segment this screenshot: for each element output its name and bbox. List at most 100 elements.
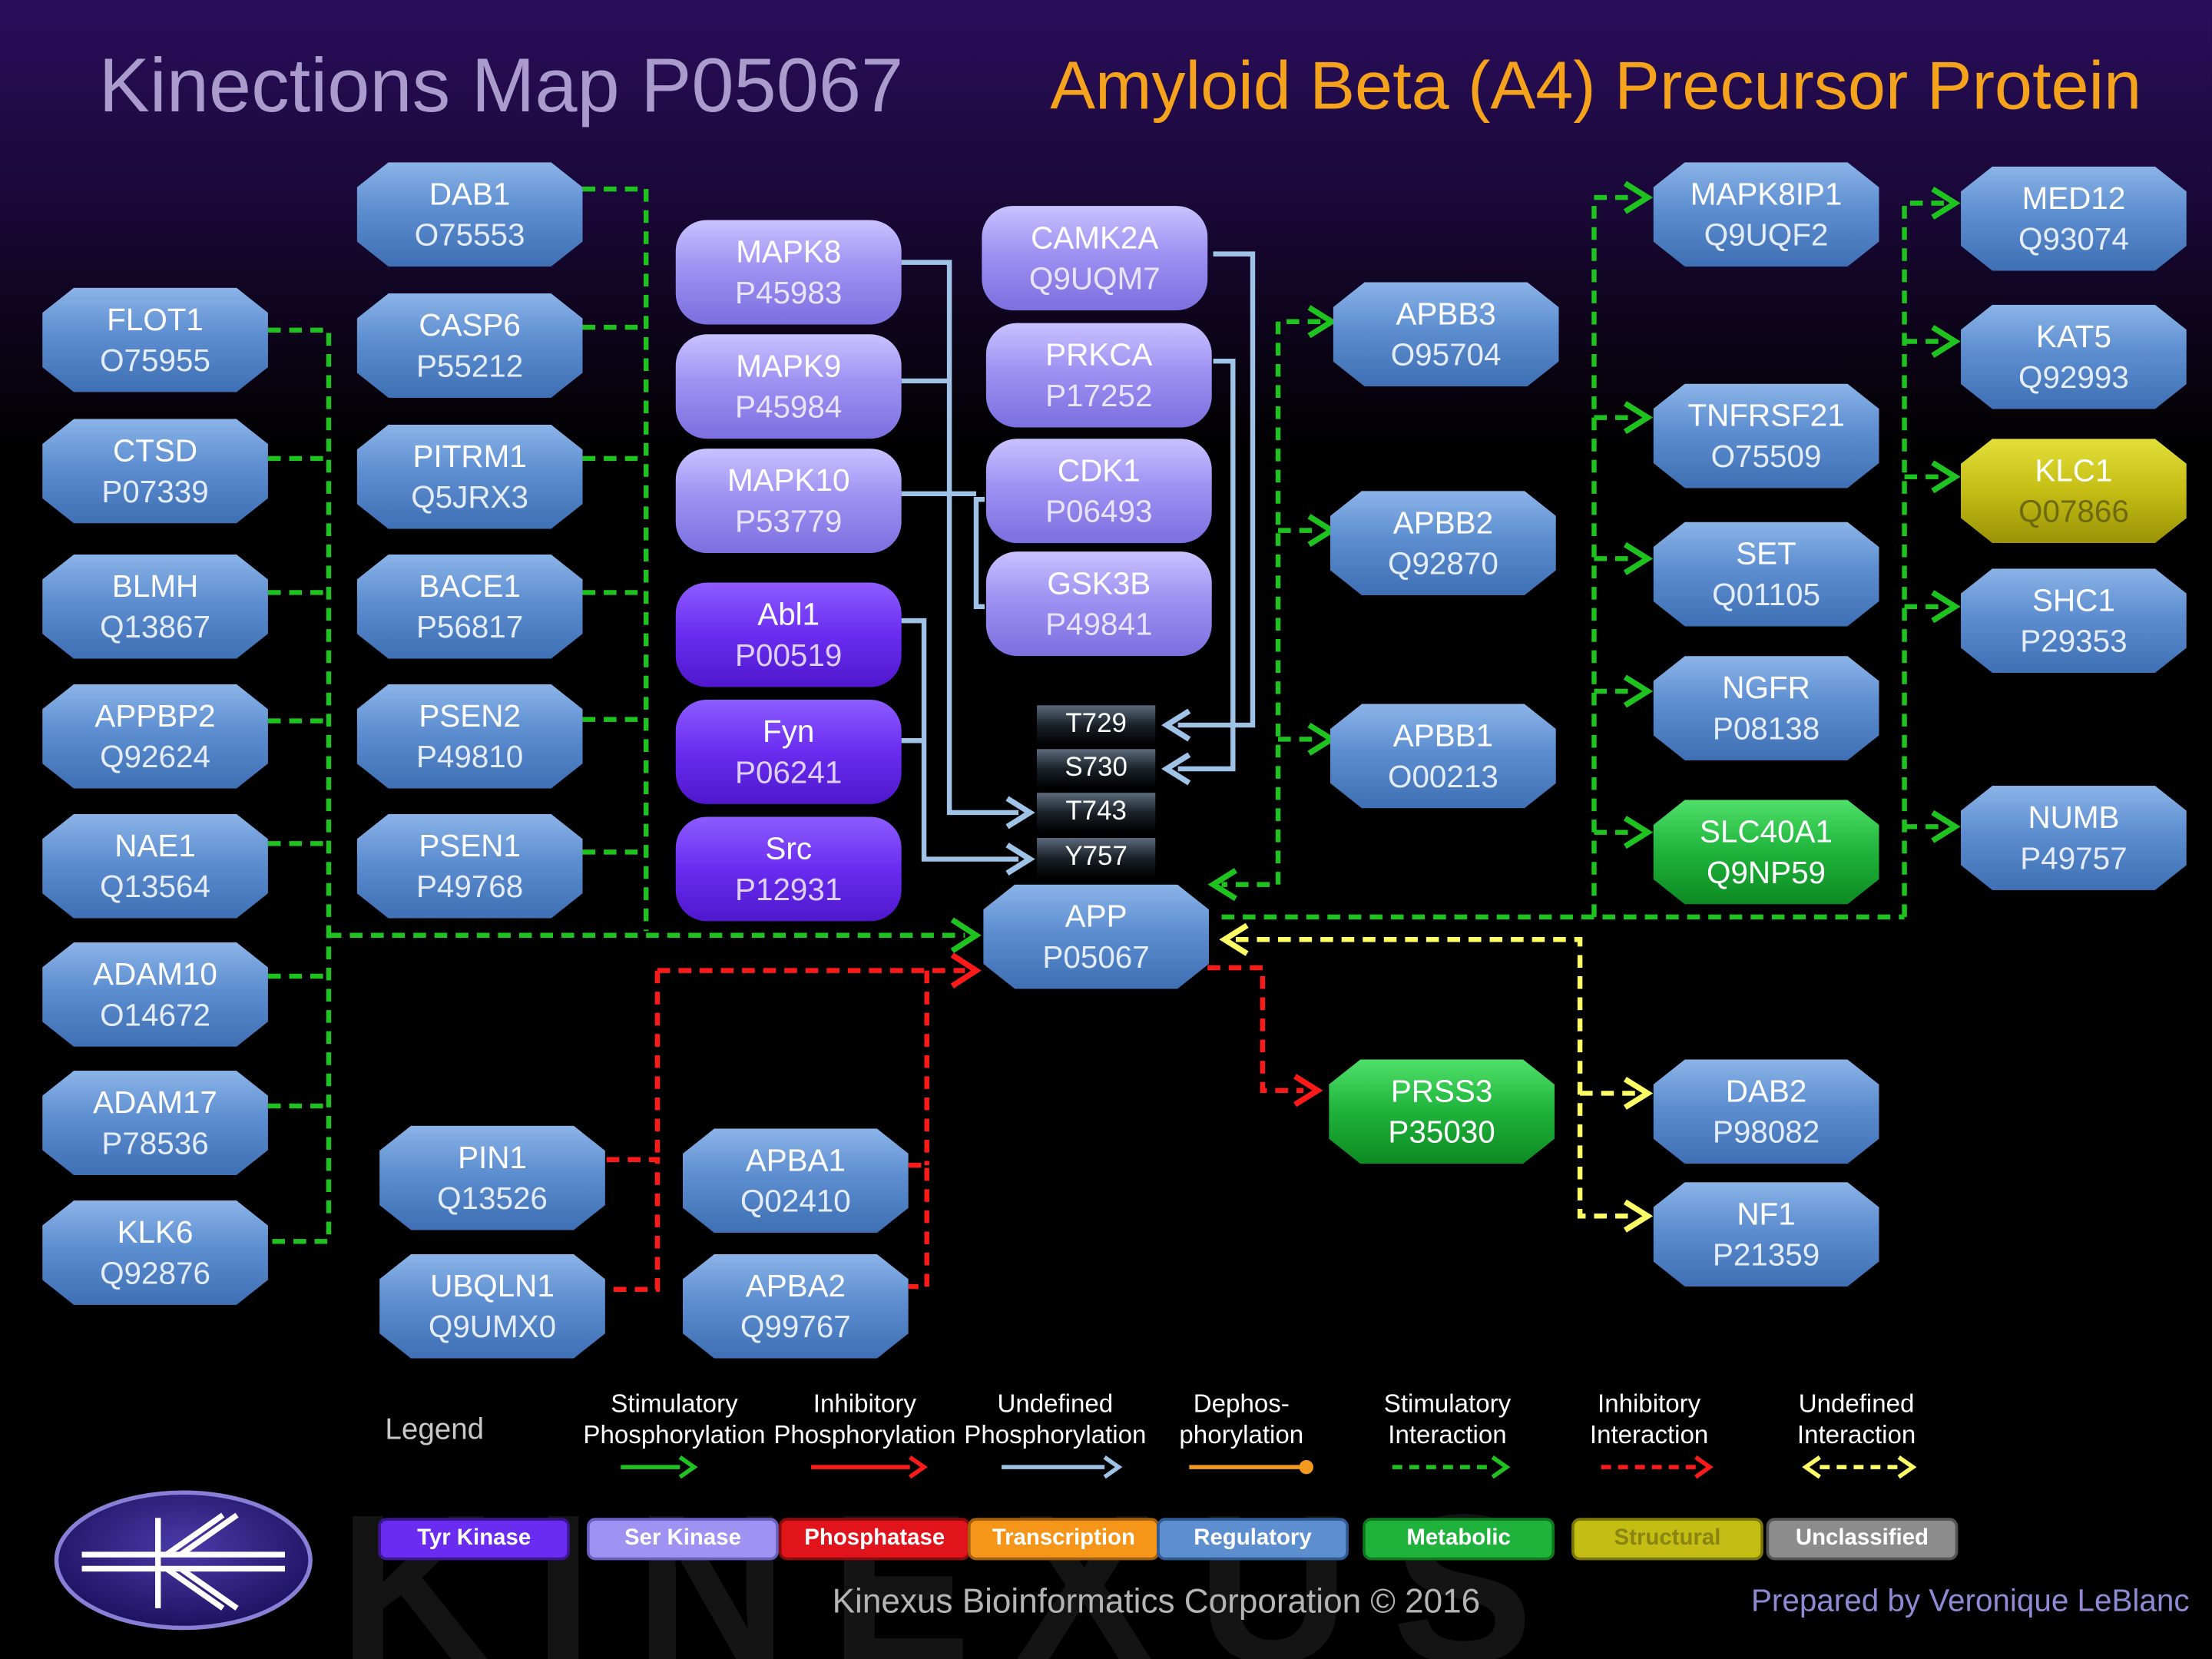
node-pitrm1[interactable]: PITRM1 Q5JRX3	[356, 424, 583, 529]
node-klc1[interactable]: KLC1 Q07866	[1961, 439, 2187, 544]
phosphosite[interactable]: S730	[1036, 749, 1156, 789]
node-tnfrsf21[interactable]: TNFRSF21 O75509	[1653, 383, 1879, 488]
node-accession: P12931	[735, 872, 843, 907]
node-accession: Q9UQF2	[1704, 217, 1829, 253]
phosphosite[interactable]: Y757	[1036, 837, 1156, 878]
node-name: FLOT1	[107, 302, 204, 337]
phosphosite[interactable]: T743	[1036, 793, 1156, 833]
node-slc40a1[interactable]: SLC40A1 Q9NP59	[1653, 800, 1879, 905]
node-bace1[interactable]: BACE1 P56817	[356, 554, 583, 659]
node-name: SLC40A1	[1700, 813, 1833, 849]
node-mapk10[interactable]: MAPK10 P53779	[675, 449, 902, 553]
node-adam17[interactable]: ADAM17 P78536	[42, 1071, 268, 1175]
node-shc1[interactable]: SHC1 P29353	[1961, 568, 2187, 674]
node-name: KLC1	[2035, 452, 2113, 488]
node-psen2[interactable]: PSEN2 P49810	[356, 684, 583, 789]
node-cdk1[interactable]: CDK1 P06493	[985, 439, 1212, 544]
node-apbb1[interactable]: APBB1 O00213	[1330, 704, 1556, 809]
node-accession: Q99767	[740, 1309, 851, 1345]
legend-dephos-ball	[1299, 1459, 1313, 1475]
node-casp6[interactable]: CASP6 P55212	[356, 293, 583, 398]
legend-chip-metabolic: Metabolic	[1363, 1518, 1555, 1561]
node-accession: P08138	[1712, 710, 1820, 747]
node-accession: P55212	[416, 348, 524, 384]
node-accession: P49810	[416, 739, 524, 775]
node-pin1[interactable]: PIN1 Q13526	[379, 1125, 605, 1230]
legend-title: Legend	[385, 1413, 485, 1446]
node-klk6[interactable]: KLK6 Q92876	[42, 1200, 268, 1305]
node-gsk3b[interactable]: GSK3B P49841	[985, 551, 1212, 657]
node-name: APBB2	[1392, 505, 1494, 541]
node-nf1[interactable]: NF1 P21359	[1653, 1182, 1879, 1287]
arrowhead-prss3	[1293, 1074, 1323, 1108]
node-ctsd[interactable]: CTSD P07339	[42, 419, 268, 524]
node-camk2a[interactable]: CAMK2A Q9UQM7	[982, 206, 1208, 311]
node-name: ADAM17	[93, 1084, 217, 1121]
legend-label-line2: Phosphorylation	[773, 1420, 956, 1449]
node-fyn[interactable]: Fyn P06241	[675, 700, 902, 804]
node-dab2[interactable]: DAB2 P98082	[1653, 1059, 1879, 1164]
node-nae1[interactable]: NAE1 Q13564	[42, 813, 268, 919]
node-accession: Q5JRX3	[411, 479, 528, 515]
node-name: PRSS3	[1390, 1073, 1493, 1109]
node-apba1[interactable]: APBA1 Q02410	[682, 1128, 909, 1233]
node-ngfr[interactable]: NGFR P08138	[1653, 656, 1879, 760]
node-name: Src	[765, 830, 813, 866]
node-apba2[interactable]: APBA2 Q99767	[682, 1253, 909, 1359]
node-accession: O75509	[1710, 439, 1822, 475]
node-accession: P07339	[101, 474, 209, 510]
node-apbb3[interactable]: APBB3 O95704	[1333, 282, 1559, 387]
node-name: APPBP2	[94, 698, 216, 734]
node-med12[interactable]: MED12 Q93074	[1961, 166, 2187, 271]
node-psen1[interactable]: PSEN1 P49768	[356, 813, 583, 919]
node-name: KLK6	[117, 1214, 194, 1250]
node-mapk8[interactable]: MAPK8 P45983	[675, 220, 902, 325]
node-numb[interactable]: NUMB P49757	[1961, 786, 2187, 890]
kinexus-watermark: KINEXUS	[338, 1469, 1576, 1659]
phosphosite[interactable]: T729	[1036, 705, 1156, 745]
node-name: DAB2	[1725, 1073, 1807, 1109]
node-accession: O75553	[414, 217, 525, 253]
node-accession: Q9UMX0	[428, 1309, 557, 1345]
node-appbp2[interactable]: APPBP2 Q92624	[42, 684, 268, 789]
node-accession: P53779	[735, 503, 843, 539]
edge-app-prss3	[1207, 965, 1304, 1093]
node-prkca[interactable]: PRKCA P17252	[985, 323, 1212, 428]
node-accession: P56817	[416, 609, 524, 645]
node-set[interactable]: SET Q01105	[1653, 522, 1879, 627]
legend-undefined-phosphorylation: Undefined Phosphorylation	[956, 1388, 1154, 1450]
node-name: NGFR	[1722, 670, 1810, 706]
node-flot1[interactable]: FLOT1 O75955	[42, 287, 268, 392]
node-prss3[interactable]: PRSS3 P35030	[1329, 1059, 1555, 1164]
node-accession: Q9NP59	[1707, 855, 1826, 890]
legend-dephosphorylation: Dephos- phorylation	[1143, 1388, 1340, 1450]
node-mapk8ip1[interactable]: MAPK8IP1 Q9UQF2	[1653, 162, 1879, 267]
node-accession: Q13867	[100, 609, 210, 645]
node-accession: Q93074	[2018, 221, 2129, 257]
edges-undefined-interaction	[1235, 937, 1637, 1219]
arrowhead-inhibitory-app	[950, 952, 982, 988]
node-accession: P45983	[735, 275, 843, 311]
node-name: MAPK8	[736, 233, 842, 270]
node-accession: P98082	[1712, 1114, 1820, 1150]
node-app-central[interactable]: APP P05067	[983, 884, 1210, 989]
node-name: PITRM1	[412, 439, 527, 475]
node-adam10[interactable]: ADAM10 O14672	[42, 942, 268, 1047]
node-dab1[interactable]: DAB1 O75553	[356, 162, 583, 267]
copyright-text: Kinexus Bioinformatics Corporation © 201…	[832, 1582, 1481, 1621]
node-name: PIN1	[458, 1140, 527, 1175]
node-accession: Q07866	[2018, 493, 2129, 529]
legend-label-line2: Interaction	[1796, 1420, 1916, 1449]
node-name: DAB1	[429, 176, 511, 212]
node-blmh[interactable]: BLMH Q13867	[42, 554, 268, 659]
legend-inhibitory-interaction: Inhibitory Interaction	[1551, 1388, 1748, 1450]
node-apbb2[interactable]: APBB2 Q92870	[1330, 491, 1556, 596]
node-abl1[interactable]: Abl1 P00519	[675, 582, 902, 687]
legend-line-samples	[621, 1455, 1917, 1479]
node-mapk9[interactable]: MAPK9 P45984	[675, 334, 902, 439]
node-src[interactable]: Src P12931	[675, 816, 902, 922]
legend-chip-phosphatase: Phosphatase	[778, 1518, 971, 1561]
legend-label-line1: Stimulatory	[1383, 1389, 1512, 1418]
node-kat5[interactable]: KAT5 Q92993	[1961, 304, 2187, 409]
node-ubqln1[interactable]: UBQLN1 Q9UMX0	[379, 1253, 605, 1359]
